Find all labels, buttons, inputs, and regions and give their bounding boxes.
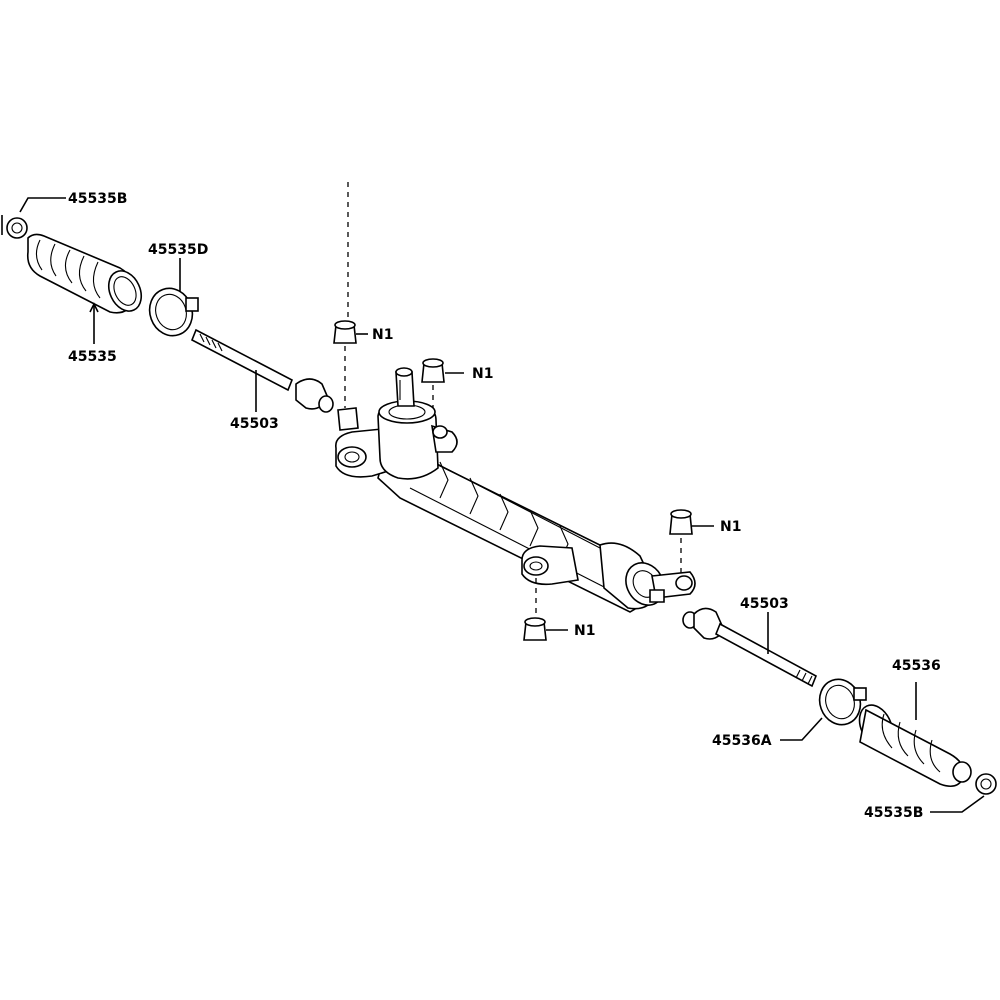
label-left-tie-rod: 45503 bbox=[230, 416, 279, 432]
steering-rack-housing bbox=[335, 367, 696, 613]
right-boot-band bbox=[780, 678, 867, 741]
right-tie-rod bbox=[682, 607, 818, 688]
label-left-boot: 45535 bbox=[68, 349, 117, 365]
mount-bushing-3 bbox=[669, 509, 714, 574]
label-right-boot: 45536 bbox=[892, 658, 941, 674]
label-right-band: 45536A bbox=[712, 733, 772, 749]
label-right-tie-rod: 45503 bbox=[740, 596, 789, 612]
left-tie-rod bbox=[190, 328, 334, 413]
label-left-clamp: 45535B bbox=[68, 191, 127, 207]
label-bushing-1: N1 bbox=[372, 327, 393, 343]
right-dust-boot bbox=[858, 682, 972, 788]
mount-bushing-4 bbox=[523, 578, 568, 641]
left-boot-band bbox=[148, 258, 199, 337]
label-bushing-3: N1 bbox=[720, 519, 741, 535]
right-boot-clamp bbox=[930, 773, 997, 813]
label-bushing-2: N1 bbox=[472, 366, 493, 382]
left-boot-clamp bbox=[1, 197, 66, 239]
label-right-clamp: 45535B bbox=[864, 805, 923, 821]
label-left-band: 45535D bbox=[148, 242, 208, 258]
mount-bushing-1 bbox=[333, 320, 368, 408]
label-bushing-4: N1 bbox=[574, 623, 595, 639]
left-dust-boot bbox=[26, 233, 143, 344]
mount-bushing-2 bbox=[421, 358, 464, 420]
